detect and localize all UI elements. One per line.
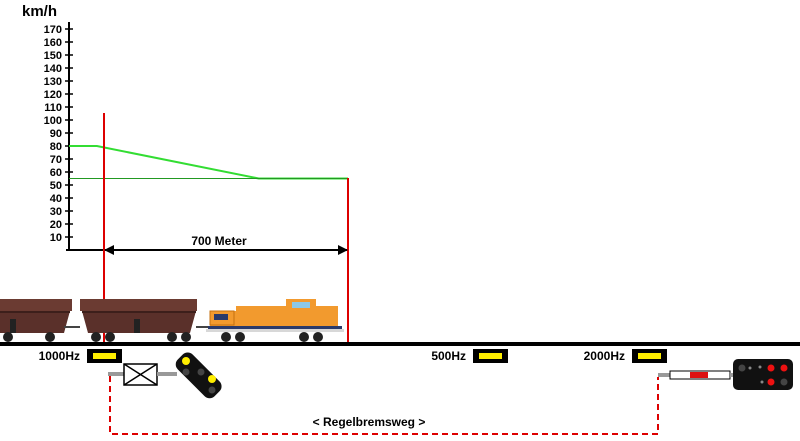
y-tick-label: 130 bbox=[44, 76, 62, 88]
distance-label: 700 Meter bbox=[191, 234, 247, 248]
y-tick-label: 50 bbox=[50, 180, 62, 192]
y-tick-label: 10 bbox=[50, 232, 62, 244]
main-signal-board bbox=[669, 370, 731, 380]
balise-500hz-label: 500Hz bbox=[431, 349, 466, 363]
y-axis-ticks: 1020304050607080901001101201301401501601… bbox=[44, 24, 73, 244]
distance-dimension bbox=[104, 245, 348, 255]
hopper-wagon-2 bbox=[80, 299, 208, 342]
y-tick-label: 140 bbox=[44, 63, 62, 75]
y-tick-label: 60 bbox=[50, 167, 62, 179]
hopper-wagon-1 bbox=[0, 299, 80, 342]
brake-distance-path bbox=[109, 376, 659, 435]
distant-signal-mount bbox=[108, 372, 125, 376]
y-tick-label: 100 bbox=[44, 115, 62, 127]
main-signal-head bbox=[733, 359, 793, 390]
balise-1000hz-label: 1000Hz bbox=[39, 349, 80, 363]
diesel-locomotive bbox=[206, 299, 344, 342]
distant-signal-board bbox=[123, 363, 158, 386]
y-tick-label: 90 bbox=[50, 128, 62, 140]
distant-signal-head bbox=[175, 352, 222, 399]
y-tick-label: 160 bbox=[44, 37, 62, 49]
y-tick-label: 110 bbox=[44, 102, 62, 114]
y-tick-label: 150 bbox=[44, 50, 62, 62]
main-signal-mount bbox=[658, 373, 670, 377]
speed-curve bbox=[69, 145, 348, 180]
rail-track bbox=[0, 342, 800, 346]
balise-2000hz-label: 2000Hz bbox=[584, 349, 625, 363]
brake-distance-label: < Regelbremsweg > bbox=[313, 415, 426, 429]
y-tick-label: 120 bbox=[44, 89, 62, 101]
y-tick-label: 40 bbox=[50, 193, 62, 205]
y-tick-label: 170 bbox=[44, 24, 62, 36]
y-tick-label: 20 bbox=[50, 219, 62, 231]
y-tick-label: 30 bbox=[50, 206, 62, 218]
y-tick-label: 70 bbox=[50, 154, 62, 166]
y-tick-label: 80 bbox=[50, 141, 62, 153]
y-axis-unit-label: km/h bbox=[22, 3, 57, 20]
arrowhead-left bbox=[104, 245, 114, 255]
arrowhead-right bbox=[338, 245, 348, 255]
